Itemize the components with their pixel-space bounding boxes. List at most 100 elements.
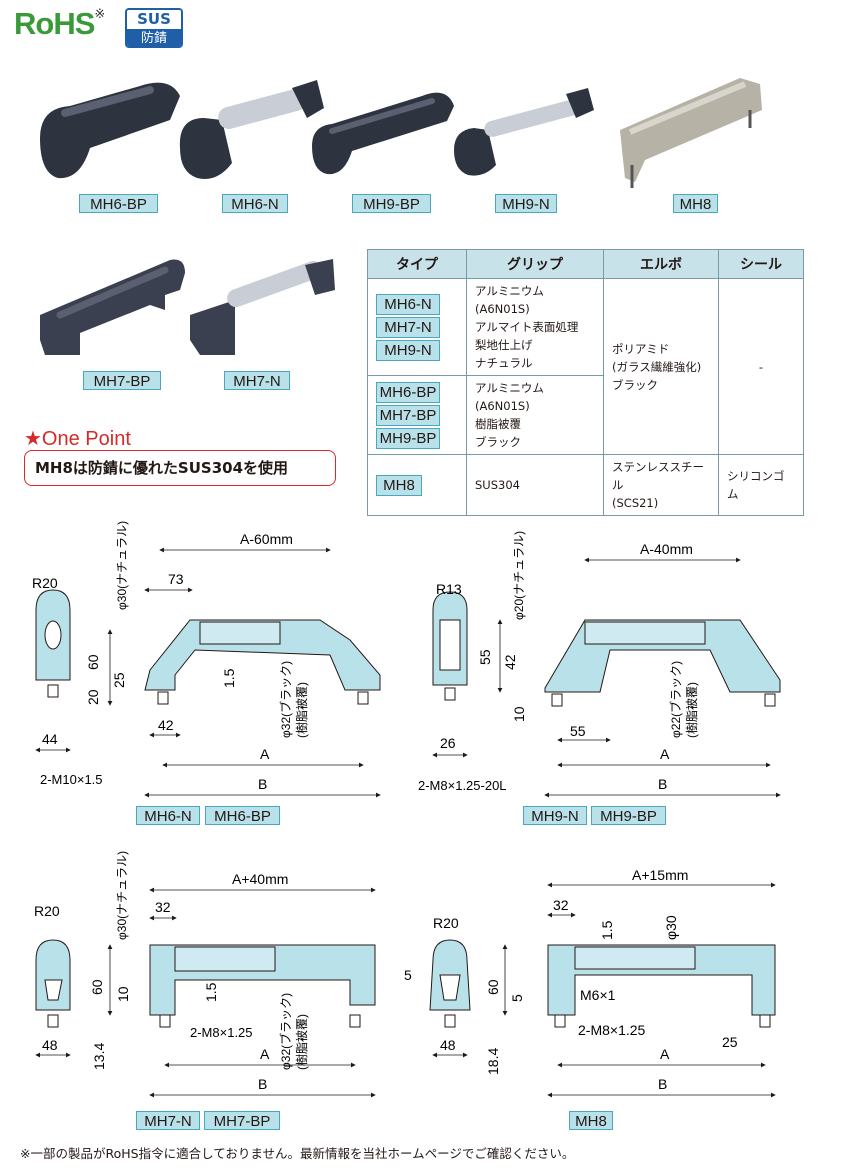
- d4-top-dim: A+15mm: [632, 867, 688, 883]
- d4-dim-a: A: [660, 1046, 670, 1062]
- d2-dim-10: 10: [511, 706, 527, 722]
- d2-radius: R13: [436, 581, 462, 597]
- d4-thread: 2-M8×1.25: [578, 1022, 646, 1038]
- th-type: タイプ: [367, 249, 467, 279]
- drawing-label-mh7-bp: MH7-BP: [204, 1111, 280, 1130]
- label-mh7-bp: MH7-BP: [83, 371, 161, 390]
- product-photo-mh7-n: [190, 259, 335, 355]
- d2-dim-26: 26: [440, 735, 456, 751]
- d1-thread: 2-M10×1.5: [40, 772, 103, 787]
- drawing-label-mh6-n: MH6-N: [136, 806, 200, 825]
- d3-top-dim: A+40mm: [232, 871, 288, 887]
- d3-thread: 2-M8×1.25: [190, 1025, 253, 1040]
- product-photo-mh9-bp: [312, 92, 454, 175]
- d3-vertical-label: φ30(ナチュラル): [115, 851, 129, 940]
- d3-dim-b: B: [258, 1076, 267, 1092]
- d2-thread: 2-M8×1.25-20L: [418, 778, 507, 793]
- d1-dim-1.5: 1.5: [221, 668, 237, 688]
- d2-vertical-label: φ20(ナチュラル): [512, 531, 526, 620]
- d4-dim-b: B: [658, 1076, 667, 1092]
- one-point-callout: ★One Point MH8は防錆に優れたSUS304を使用: [24, 426, 344, 486]
- cell-types-2: MH6-BP MH7-BP MH9-BP: [367, 375, 467, 455]
- cell-elbow-3: ステンレススチール (SCS21): [603, 454, 719, 516]
- product-photo-mh9-n: [454, 88, 594, 176]
- cell-types-1: MH6-N MH7-N MH9-N: [367, 278, 467, 376]
- drawing-label-mh6-bp: MH6-BP: [205, 806, 280, 825]
- d4-dim-25: 25: [722, 1034, 738, 1050]
- cell-seal-12: -: [718, 278, 804, 455]
- d4-dim-48: 48: [440, 1037, 456, 1053]
- product-photo-mh6-n: [179, 80, 324, 179]
- d4-radius: R20: [433, 915, 459, 931]
- d3-dim-1.5: 1.5: [203, 982, 219, 1002]
- d2-dim-55: 55: [477, 649, 493, 665]
- cell-grip-1: アルミニウム(A6N01S) アルマイト表面処理 梨地仕上げ ナチュラル: [466, 278, 604, 376]
- d2-grip-label2: (樹脂被覆): [684, 682, 699, 738]
- label-mh8: MH8: [673, 194, 718, 213]
- drawing-label-mh8: MH8: [569, 1111, 613, 1130]
- cell-grip-3: SUS304: [466, 454, 604, 516]
- d1-dim-a: A: [260, 746, 270, 762]
- label-mh7-n: MH7-N: [224, 371, 290, 390]
- d1-grip-label2: (樹脂被覆): [294, 682, 309, 738]
- sus-badge: SUS 防錆: [125, 8, 183, 48]
- label-mh6-n: MH6-N: [222, 194, 288, 213]
- d4-dim-5: 5: [404, 967, 412, 983]
- one-point-title: ★One Point: [24, 428, 131, 450]
- d2-dim-42: 42: [502, 654, 518, 670]
- technical-drawings: R20 A-60mm 73 φ30(ナチュラル) 60 25 20 1.5 42…: [32, 521, 781, 1098]
- cell-seal-3: シリコンゴム: [718, 454, 804, 516]
- rohs-logo: RoHS※: [14, 6, 105, 41]
- d1-radius: R20: [32, 575, 58, 591]
- d3-grip-label: φ32(ブラック): [278, 993, 293, 1070]
- d1-top-dim: A-60mm: [240, 531, 293, 547]
- drawing-label-mh9-n: MH9-N: [523, 806, 587, 825]
- th-grip: グリップ: [466, 249, 604, 279]
- d3-radius: R20: [34, 903, 60, 919]
- d2-top-dim: A-40mm: [640, 541, 693, 557]
- th-elbow: エルボ: [603, 249, 719, 279]
- d4-dim-5b: 5: [509, 994, 525, 1002]
- d2-grip-label: φ22(ブラック): [668, 661, 683, 738]
- d1-dim-b: B: [258, 776, 267, 792]
- d2-dim-b: B: [658, 776, 667, 792]
- product-photo-mh7-bp: [40, 259, 185, 355]
- cell-grip-2: アルミニウム(A6N01S) 樹脂被覆 ブラック: [466, 375, 604, 455]
- d1-dim-42: 42: [158, 717, 174, 733]
- label-mh9-n: MH9-N: [495, 194, 557, 213]
- d1-vertical-label: φ30(ナチュラル): [115, 521, 129, 610]
- label-mh6-bp: MH6-BP: [79, 194, 158, 213]
- d4-dim-1.5: 1.5: [599, 920, 615, 940]
- one-point-text: MH8は防錆に優れたSUS304を使用: [24, 450, 336, 486]
- cell-types-3: MH8: [367, 454, 467, 516]
- d4-dim-18.4: 18.4: [485, 1048, 501, 1075]
- d1-dim-20: 20: [85, 689, 101, 705]
- drawing-label-mh7-n: MH7-N: [136, 1111, 200, 1130]
- product-photo-mh8: [620, 78, 762, 188]
- cell-elbow-12: ポリアミド (ガラス繊維強化) ブラック: [603, 278, 719, 455]
- d3-grip-label2: (樹脂被覆): [294, 1014, 309, 1070]
- d4-dim-60: 60: [485, 979, 501, 995]
- spec-table: タイプ グリップ エルボ シール MH6-N MH7-N MH9-N アルミニウ…: [367, 249, 804, 516]
- d1-dim-25: 25: [111, 672, 127, 688]
- d3-dim-48: 48: [42, 1037, 58, 1053]
- footer-note: ※一部の製品がRoHS指令に適合しておりません。最新情報を当社ホームページでご確…: [20, 1146, 575, 1161]
- d3-dim-13.4: 13.4: [91, 1043, 107, 1070]
- d4-phi: φ30: [663, 915, 679, 940]
- d3-dim-a: A: [260, 1046, 270, 1062]
- d4-m6: M6×1: [580, 987, 616, 1003]
- d3-dim-60: 60: [89, 979, 105, 995]
- d3-dim-10: 10: [115, 986, 131, 1002]
- d3-dim-32: 32: [155, 899, 171, 915]
- d1-grip-label: φ32(ブラック): [278, 661, 293, 738]
- d2-dim-a: A: [660, 746, 670, 762]
- drawing-label-mh9-bp: MH9-BP: [591, 806, 666, 825]
- th-seal: シール: [718, 249, 804, 279]
- product-photo-mh6-bp: [40, 82, 180, 179]
- d1-dim-73: 73: [168, 571, 184, 587]
- d1-dim-44: 44: [42, 731, 58, 747]
- label-mh9-bp: MH9-BP: [352, 194, 431, 213]
- d1-dim-60: 60: [85, 654, 101, 670]
- d2-dim-55b: 55: [570, 723, 586, 739]
- d4-dim-32: 32: [553, 897, 569, 913]
